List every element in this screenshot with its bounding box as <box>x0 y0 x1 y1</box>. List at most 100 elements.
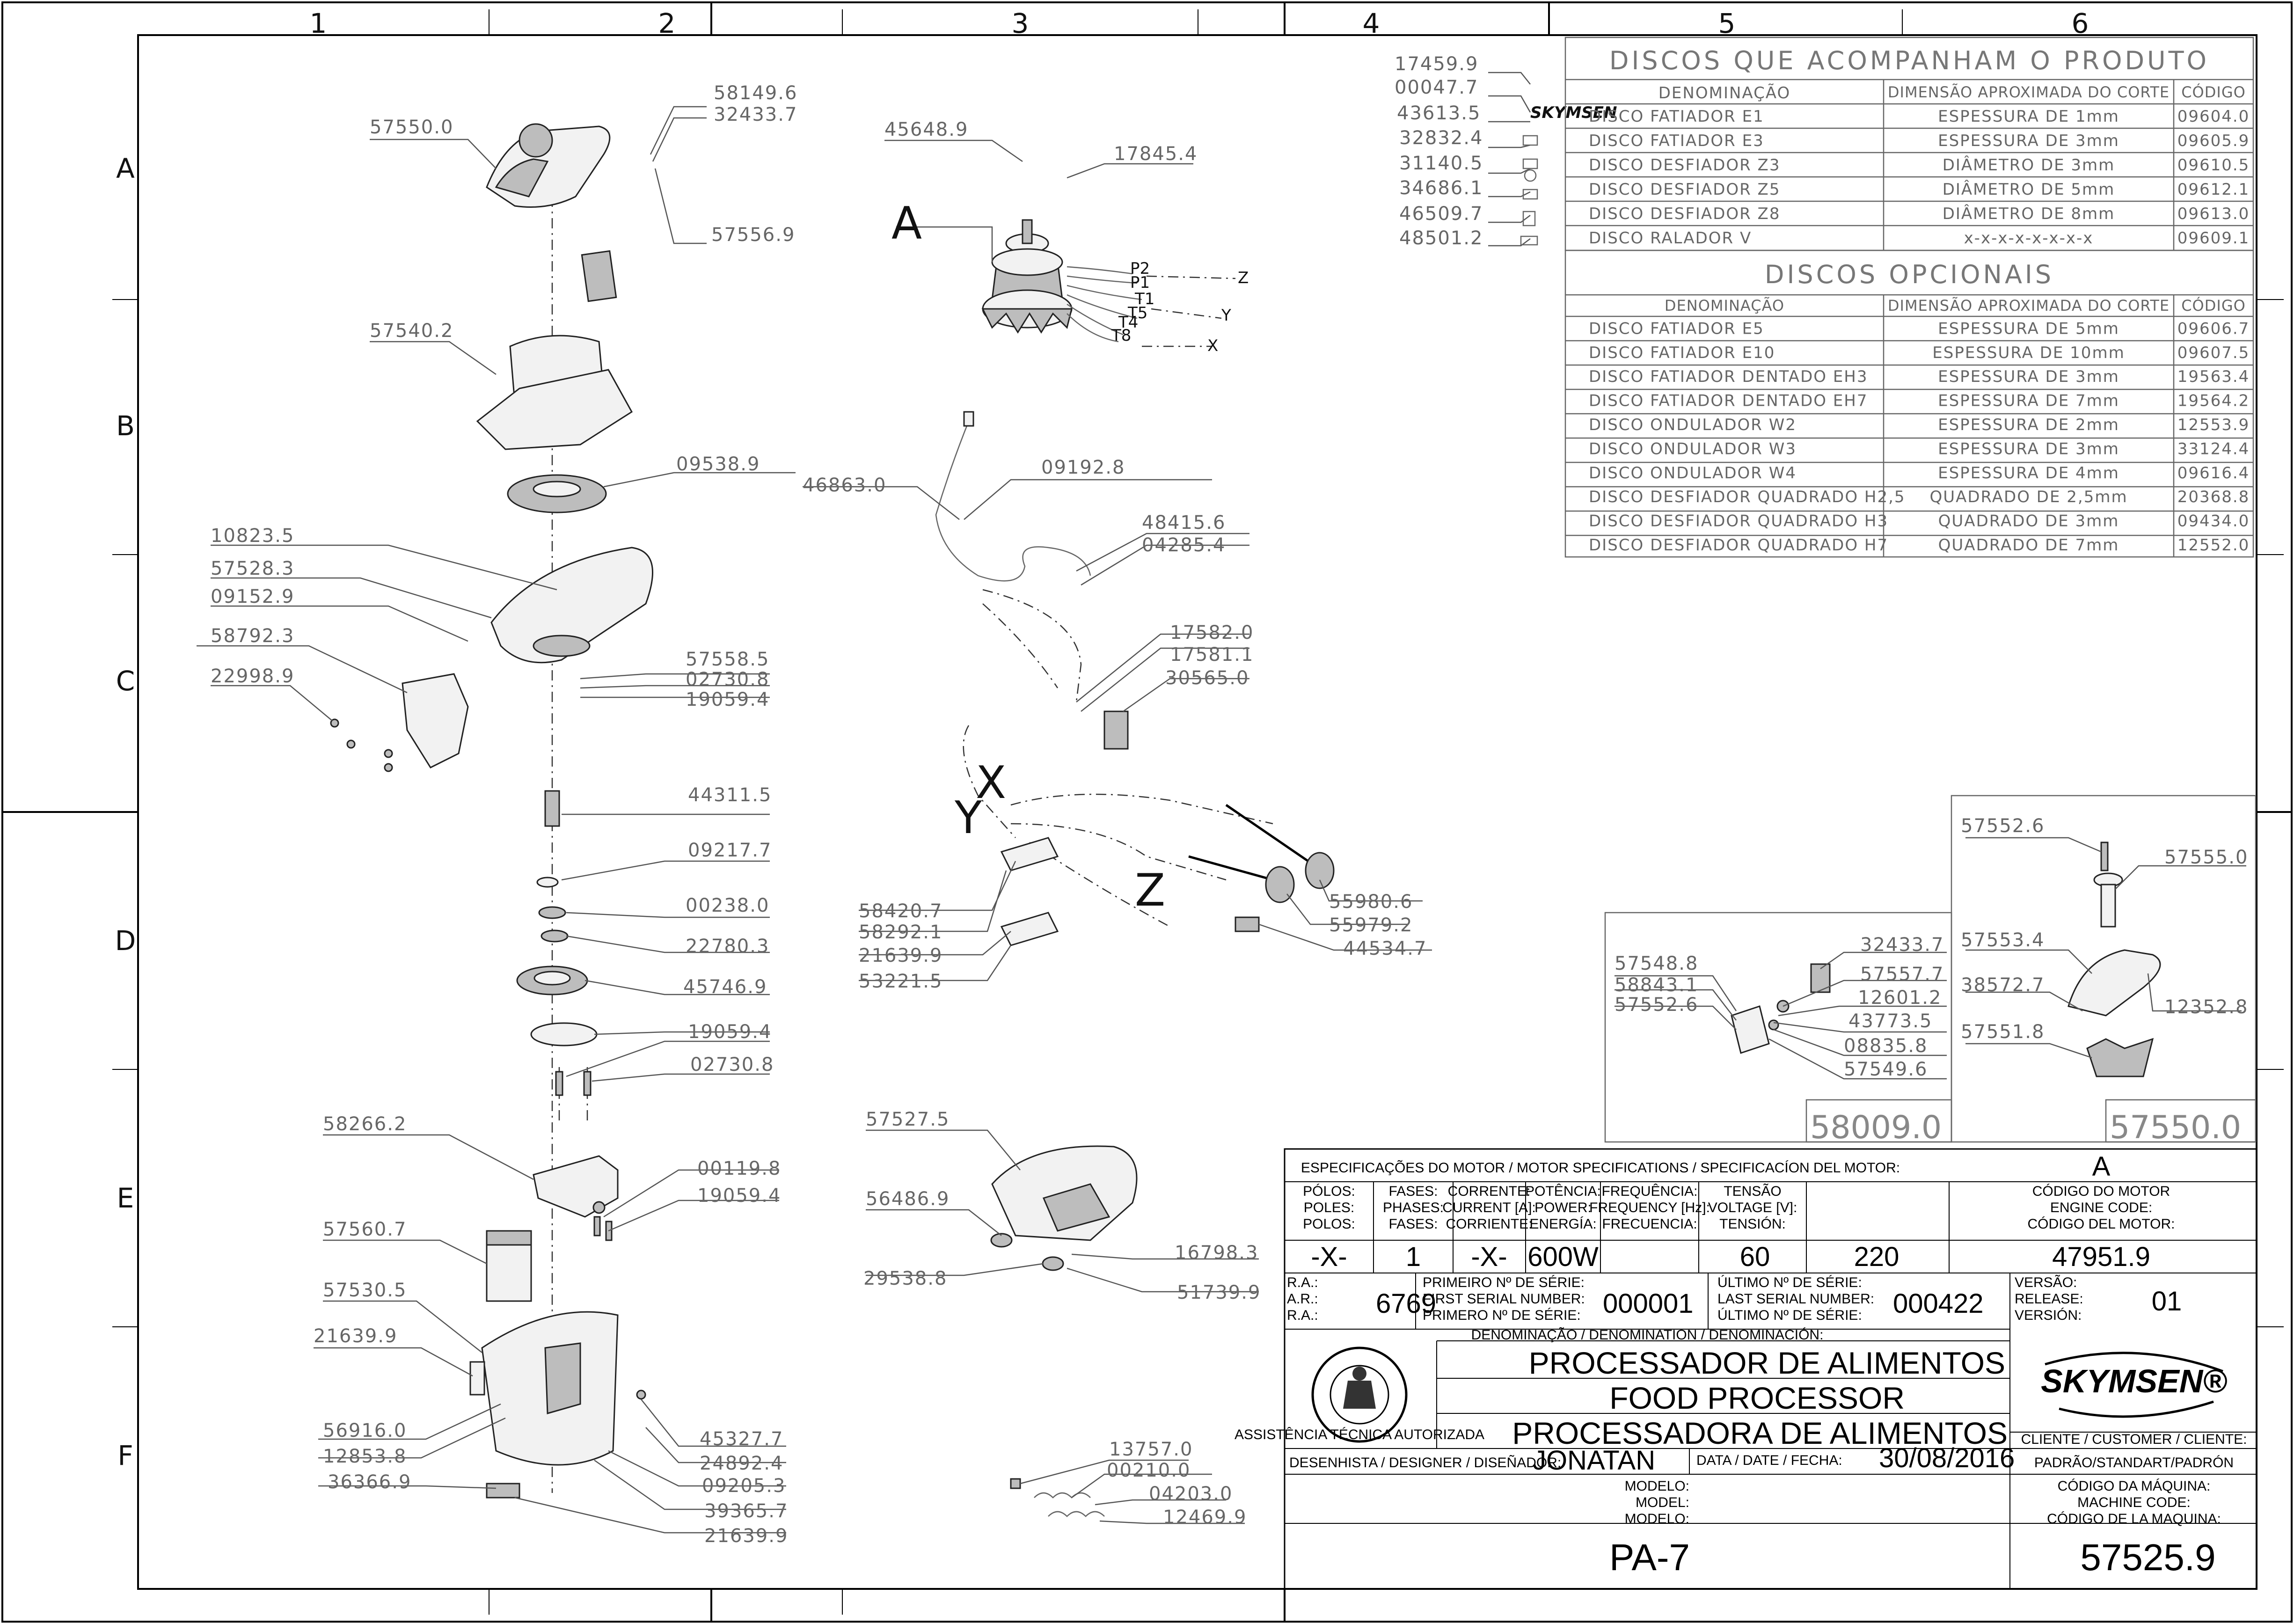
wire-tag: P1 <box>1130 273 1150 292</box>
disc-code: 12553.9 <box>2177 416 2250 434</box>
part-label: 19059.4 <box>688 1021 772 1043</box>
machine-code-label: CÓDIGO DE LA MAQUINA: <box>2047 1511 2221 1527</box>
product-name-es: PROCESSADORA DE ALIMENTOS <box>1512 1416 2008 1450</box>
part-label: 57527.5 <box>866 1109 950 1130</box>
disc-dimension: ESPESSURA DE 5mm <box>1938 319 2119 338</box>
version-label: RELEASE: <box>2015 1291 2083 1307</box>
date-label: DATA / DATE / FECHA: <box>1696 1453 1842 1468</box>
part-label: 09205.3 <box>702 1475 786 1497</box>
spec-value: -X- <box>1311 1242 1347 1272</box>
mini-brand-logo: SKYMSEN <box>1530 103 1617 122</box>
spec-title: ESPECIFICAÇÕES DO MOTOR / MOTOR SPECIFIC… <box>1301 1160 1900 1176</box>
wire-callout-x: X <box>976 757 1006 809</box>
column-label: 3 <box>1012 7 1029 39</box>
part-label: 24892.4 <box>700 1453 783 1474</box>
disc-dimension: QUADRADO DE 3mm <box>1938 512 2119 531</box>
date-value: 30/08/2016 <box>1879 1443 2015 1473</box>
disc-dimension: QUADRADO DE 7mm <box>1938 536 2119 555</box>
wire-callout-y: Y <box>954 792 982 844</box>
part-label: 53221.5 <box>859 971 942 992</box>
spec-header: ENERGÍA: <box>1529 1216 1596 1232</box>
first-serial-label: PRIMERO Nº DE SÉRIE: <box>1423 1308 1581 1323</box>
disc-dimension: DIÂMETRO DE 5mm <box>1943 180 2115 199</box>
part-label: 48501.2 <box>1399 227 1483 249</box>
disc-name: DISCO FATIADOR E1 <box>1589 107 1764 126</box>
last-serial-label: ÚLTIMO Nº DE SÉRIE: <box>1717 1308 1862 1323</box>
spec-header: CURRENT [A]: <box>1442 1200 1535 1215</box>
part-label: 57556.9 <box>711 224 795 246</box>
column-label: 4 <box>1363 7 1380 39</box>
ra-label: R.A.: <box>1287 1275 1318 1290</box>
part-label: 55980.6 <box>1329 891 1413 913</box>
last-serial-label: LAST SERIAL NUMBER: <box>1717 1291 1874 1307</box>
authorized-service-seal: ASSISTÊNCIA TÉCNICA AUTORIZADA <box>1235 1346 1484 1443</box>
last-serial-value: 000422 <box>1893 1288 1984 1319</box>
part-label: 57557.7 <box>1860 964 1944 985</box>
first-serial-value: 000001 <box>1603 1288 1694 1319</box>
spec-value: 600W <box>1527 1242 1599 1272</box>
disc-code: 09612.1 <box>2177 180 2250 199</box>
part-label: 58266.2 <box>323 1113 407 1135</box>
disc-name: DISCO DESFIADOR QUADRADO H7 <box>1589 536 1888 555</box>
spec-header: POTÊNCIA: <box>1525 1184 1601 1199</box>
part-label: 58149.6 <box>714 82 797 104</box>
part-label: 44534.7 <box>1343 938 1427 959</box>
part-label: 57555.0 <box>2164 847 2248 868</box>
disc-dimension: ESPESSURA DE 3mm <box>1938 439 2119 458</box>
part-label: 48415.6 <box>1142 512 1226 534</box>
wire-end-tag: Z <box>1238 269 1249 287</box>
spec-header: TENSÃO <box>1724 1183 1781 1199</box>
disc-code: 19564.2 <box>2177 392 2250 410</box>
wire-callout-z: Z <box>1135 865 1165 916</box>
wire-tag: P2 <box>1130 259 1150 278</box>
spec-header: FRECUENCIA: <box>1602 1216 1697 1232</box>
part-label: 57550.0 <box>370 117 453 138</box>
part-label: 12601.2 <box>1858 987 1942 1009</box>
model-label: MODELO: <box>1625 1511 1689 1527</box>
part-label: 57551.8 <box>1961 1021 2045 1043</box>
version-label: VERSÃO: <box>2015 1274 2077 1290</box>
disc-name: DISCO RALADOR V <box>1589 229 1752 248</box>
denomination-label: DENOMINAÇÃO / DENOMINATION / DENOMINACIÓ… <box>1471 1327 1824 1343</box>
disc-name: DISCO DESFIADOR QUADRADO H3 <box>1589 512 1888 531</box>
disc-code: 20368.8 <box>2177 488 2250 506</box>
part-label: 43613.5 <box>1397 102 1481 124</box>
part-label: 19059.4 <box>697 1185 781 1207</box>
column-header: CÓDIGO <box>2181 296 2246 315</box>
column-header: DIMENSÃO APROXIMADA DO CORTE <box>1888 297 2170 315</box>
part-label: 39365.7 <box>704 1500 788 1522</box>
row-label: C <box>116 665 135 697</box>
part-label: 45327.7 <box>700 1428 783 1450</box>
part-label: 21639.9 <box>859 945 942 966</box>
product-name-pt: PROCESSADOR DE ALIMENTOS <box>1529 1346 2005 1380</box>
part-label: 55979.2 <box>1329 914 1413 936</box>
disc-dimension: ESPESSURA DE 7mm <box>1938 392 2119 410</box>
wire-end-tag: Y <box>1221 306 1231 325</box>
disc-dimension: ESPESSURA DE 2mm <box>1938 416 2119 434</box>
part-label: 22780.3 <box>686 936 769 957</box>
column-label: 6 <box>2072 7 2089 39</box>
disc-dimension: QUADRADO DE 2,5mm <box>1929 488 2127 506</box>
disc-code: 09606.7 <box>2177 319 2250 338</box>
disc-name: DISCO FATIADOR DENTADO EH7 <box>1589 392 1868 410</box>
row-label: B <box>116 410 135 442</box>
part-label: 36366.9 <box>328 1471 411 1493</box>
machine-code-label: MACHINE CODE: <box>2077 1495 2191 1510</box>
spec-header: POLES: <box>1304 1200 1354 1215</box>
discs-included-title: DISCOS QUE ACOMPANHAM O PRODUTO <box>1609 46 2209 75</box>
part-label: 12469.9 <box>1163 1507 1247 1528</box>
disc-dimension: DIÂMETRO DE 3mm <box>1943 155 2115 175</box>
part-label: 09538.9 <box>676 454 760 475</box>
first-serial-label: PRIMEIRO Nº DE SÉRIE: <box>1423 1275 1585 1290</box>
column-header: DENOMINAÇÃO <box>1658 84 1790 102</box>
part-label: 09192.8 <box>1041 457 1125 478</box>
ra-label: A.R.: <box>1287 1291 1318 1307</box>
ra-value: 6769 <box>1376 1288 1436 1319</box>
part-label: 57549.6 <box>1844 1059 1928 1080</box>
part-label: 21639.9 <box>704 1525 788 1547</box>
part-label: 22998.9 <box>211 666 294 687</box>
disc-code: 09613.0 <box>2177 205 2250 223</box>
disc-code: 33124.4 <box>2177 439 2250 458</box>
subassembly-code-left: 58009.0 <box>1810 1109 1942 1146</box>
row-label: D <box>115 925 136 957</box>
